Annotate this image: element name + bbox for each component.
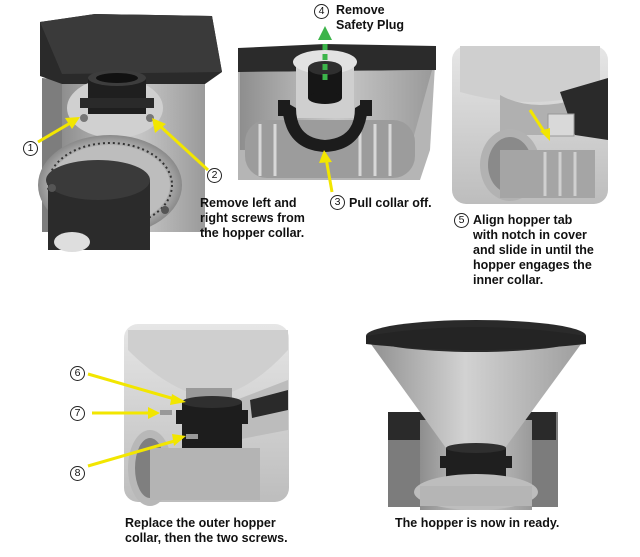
caption-line: hopper engages the bbox=[473, 258, 592, 272]
caption-line: Pull collar off. bbox=[349, 196, 432, 210]
replace-caption: Replace the outer hopper collar, then th… bbox=[125, 516, 288, 546]
step-2-caption: Remove left and right screws from the ho… bbox=[200, 196, 305, 241]
panel-ready bbox=[366, 320, 586, 510]
panel-replace-collar bbox=[87, 324, 289, 506]
step-6-badge: 6 bbox=[70, 366, 85, 381]
caption-line: and slide in until the bbox=[473, 243, 594, 257]
step-7-badge: 7 bbox=[70, 406, 85, 421]
step-5-badge: 5 bbox=[454, 213, 469, 228]
caption-line: the hopper collar. bbox=[200, 226, 305, 240]
caption-line: right screws from bbox=[200, 211, 305, 225]
step-4-badge: 4 bbox=[314, 4, 329, 19]
panel-align-tab bbox=[452, 46, 608, 204]
step-5-caption: Align hopper tab with notch in cover and… bbox=[473, 213, 594, 288]
step-3-caption: Pull collar off. bbox=[349, 196, 432, 211]
step-8-badge: 8 bbox=[70, 466, 85, 481]
caption-line: Remove left and bbox=[200, 196, 297, 210]
panel-remove-screws bbox=[37, 14, 222, 252]
step-1-badge: 1 bbox=[23, 141, 38, 156]
panel-pull-collar bbox=[238, 26, 436, 193]
caption-line: with notch in cover bbox=[473, 228, 587, 242]
step-4-caption: Remove Safety Plug bbox=[336, 3, 404, 33]
caption-line: Remove bbox=[336, 3, 385, 17]
step-3-badge: 3 bbox=[330, 195, 345, 210]
step-2-badge: 2 bbox=[207, 168, 222, 183]
caption-line: Align hopper tab bbox=[473, 213, 573, 227]
caption-line: Replace the outer hopper bbox=[125, 516, 276, 530]
ready-caption: The hopper is now in ready. bbox=[395, 516, 559, 531]
caption-line: The hopper is now in ready. bbox=[395, 516, 560, 530]
caption-line: Safety Plug bbox=[336, 18, 405, 32]
caption-line: inner collar. bbox=[473, 273, 544, 287]
caption-line: collar, then the two screws. bbox=[125, 531, 288, 545]
